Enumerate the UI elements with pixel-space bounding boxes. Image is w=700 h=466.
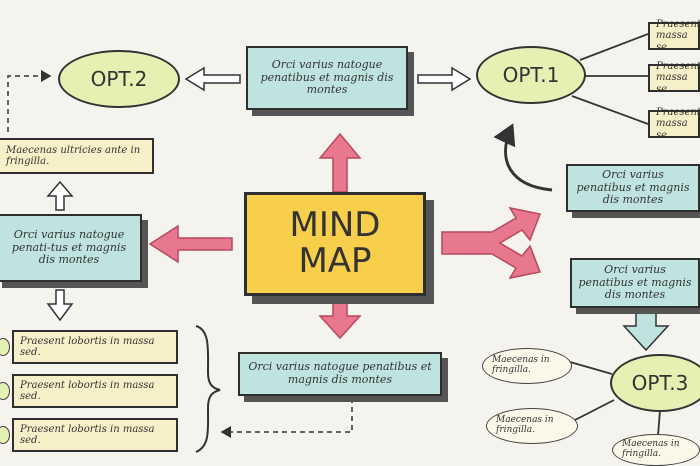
outline-arrow-up-left: [46, 180, 74, 211]
pink-fork-arrow-right: [441, 206, 542, 280]
outline-arrow-to-opt2: [184, 66, 241, 92]
opt3-branch-lines: [569, 361, 661, 437]
mind-map-center[interactable]: MIND MAP: [244, 192, 426, 296]
opt1-branch-lines: [571, 33, 649, 125]
outline-arrow-down-left: [46, 289, 74, 322]
curved-connector-opt1: [493, 123, 553, 192]
dashed-connector-bottom: [220, 398, 353, 438]
list-note-3[interactable]: Praesent lobortis in massa sed.: [12, 418, 178, 452]
outline-arrow-to-opt1: [417, 66, 472, 92]
pink-arrow-left: [148, 224, 233, 264]
center-title-line2: MAP: [298, 241, 372, 281]
topic-box-right-mid-top[interactable]: Orci varius penatibus et magnis dis mont…: [566, 164, 700, 212]
opt1-note-c[interactable]: Praesent massa se: [648, 107, 700, 141]
opt3-pill-b[interactable]: Maecenas in fringilla.: [486, 408, 578, 444]
topic-box-bottom-center[interactable]: Orci varius natogue penatibus et magnis …: [238, 352, 442, 396]
topic-box-left-mid[interactable]: Orci varius natogue penati-tus et magnis…: [0, 214, 142, 282]
teal-arrow-to-opt3: [622, 309, 670, 352]
option-node-opt3[interactable]: OPT.3: [610, 354, 700, 412]
list-bullet-2: [0, 382, 10, 400]
opt1-note-b[interactable]: Praesent massa se: [648, 61, 700, 95]
list-bullet-3: [0, 426, 10, 444]
option-node-opt2[interactable]: OPT.2: [58, 50, 180, 108]
list-note-2[interactable]: Praesent lobortis in massa sed.: [12, 374, 178, 408]
opt3-pill-a[interactable]: Maecenas in fringilla.: [482, 348, 572, 384]
pink-arrow-down: [318, 297, 362, 340]
topic-box-top-center[interactable]: Orci varius natogue penatibus et magnis …: [246, 46, 408, 110]
list-bullet-1: [0, 338, 10, 356]
opt3-pill-c[interactable]: Maecenas in fringilla.: [612, 434, 700, 466]
pink-arrow-up: [318, 132, 362, 193]
note-left-top[interactable]: Maecenas ultricies ante in fringilla.: [0, 138, 154, 174]
topic-box-right-mid-bottom[interactable]: Orci varius penatibus et magnis dis mont…: [570, 258, 700, 308]
center-title-line1: MIND: [289, 205, 381, 246]
list-brace: [195, 325, 221, 453]
list-note-1[interactable]: Praesent lobortis in massa sed.: [12, 330, 178, 364]
option-node-opt1[interactable]: OPT.1: [476, 46, 586, 104]
opt1-note-a[interactable]: Praesent massa se: [648, 19, 700, 53]
dashed-connector-opt2: [7, 70, 52, 132]
